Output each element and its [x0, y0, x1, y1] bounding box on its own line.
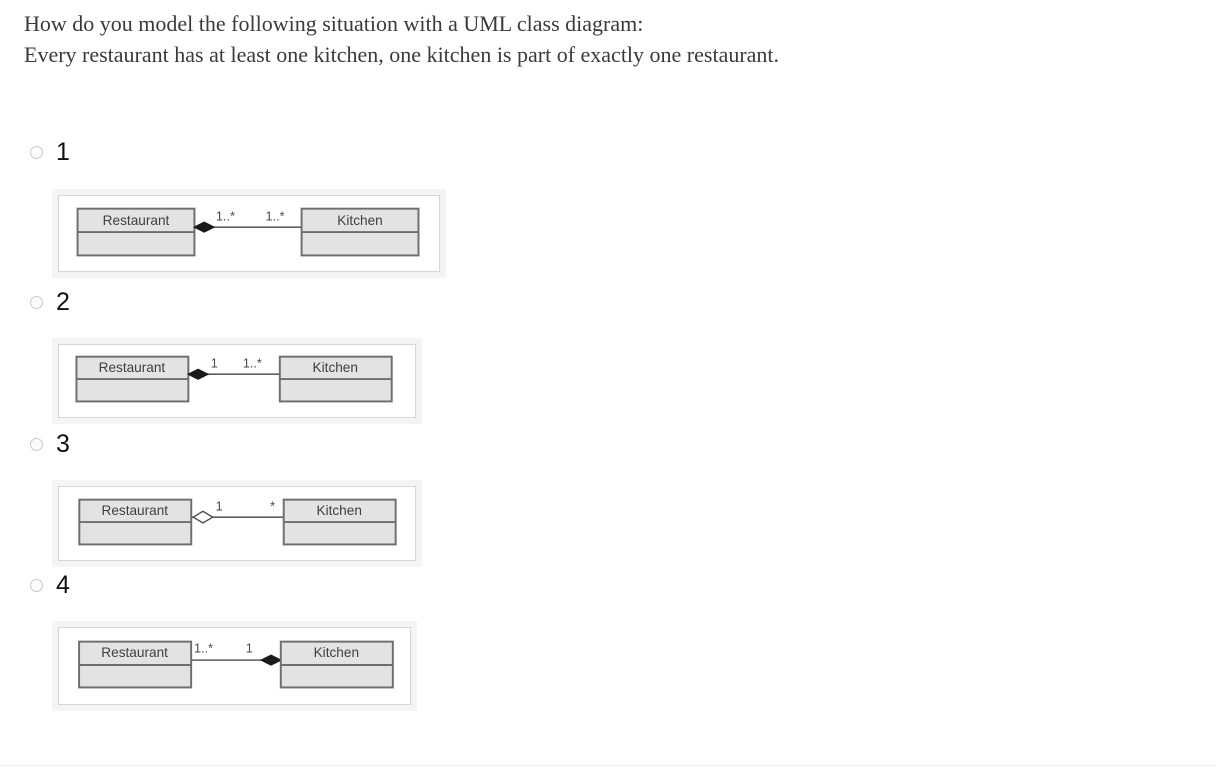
multiplicity-left-4: 1..*	[194, 641, 213, 655]
option-3-head[interactable]: 3	[30, 432, 70, 457]
option-3-diagram: Restaurant 1 * Kitchen	[58, 486, 416, 561]
multiplicity-right-3: *	[270, 499, 275, 513]
composition-diamond-filled-2	[186, 368, 210, 380]
multiplicity-left-2: 1	[211, 356, 218, 370]
composition-diamond-filled-4	[259, 654, 283, 666]
option-4-diagram: Restaurant 1..* 1 Kitchen	[58, 627, 411, 705]
question-text: How do you model the following situation…	[24, 8, 1164, 70]
multiplicity-right-2: 1..*	[243, 356, 262, 370]
option-1-label: 1	[56, 138, 70, 166]
option-1-head[interactable]: 1	[30, 140, 70, 165]
uml-diagram-3: Restaurant 1 * Kitchen	[78, 498, 397, 546]
multiplicity-left-1: 1..*	[216, 209, 235, 223]
option-2-head[interactable]: 2	[30, 290, 70, 315]
question-line-1: How do you model the following situation…	[24, 11, 644, 36]
uml-diagram-2: Restaurant 1 1..* Kitchen	[75, 355, 393, 403]
option-2-label: 2	[56, 288, 70, 316]
radio-option-3[interactable]	[30, 438, 43, 451]
page-bottom-divider	[0, 765, 1216, 766]
option-4-label: 4	[56, 571, 70, 599]
option-3-label: 3	[56, 430, 70, 458]
class-name-restaurant: Restaurant	[103, 213, 170, 228]
question-line-2: Every restaurant has at least one kitche…	[24, 42, 780, 67]
radio-option-4[interactable]	[30, 579, 43, 592]
aggregation-diamond-hollow-3	[191, 510, 214, 524]
class-name-restaurant: Restaurant	[101, 645, 168, 660]
radio-option-1[interactable]	[30, 146, 43, 159]
option-2-diagram: Restaurant 1 1..* Kitchen	[58, 344, 416, 418]
class-name-restaurant: Restaurant	[102, 503, 169, 518]
uml-diagram-4: Restaurant 1..* 1 Kitchen	[78, 640, 394, 689]
class-name-kitchen: Kitchen	[316, 503, 361, 518]
class-name-kitchen: Kitchen	[313, 360, 358, 375]
uml-diagram-1: Restaurant 1..* 1..* Kitchen	[76, 207, 420, 257]
class-name-kitchen: Kitchen	[314, 645, 359, 660]
class-name-kitchen: Kitchen	[337, 213, 382, 228]
composition-diamond-filled-1	[192, 221, 216, 233]
radio-option-2[interactable]	[30, 296, 43, 309]
class-name-restaurant: Restaurant	[99, 360, 166, 375]
option-1-diagram: Restaurant 1..* 1..* Kitchen	[58, 195, 440, 272]
option-4-head[interactable]: 4	[30, 573, 70, 598]
multiplicity-left-3: 1	[216, 499, 223, 513]
multiplicity-right-1: 1..*	[266, 209, 285, 223]
multiplicity-right-4: 1	[246, 641, 253, 655]
